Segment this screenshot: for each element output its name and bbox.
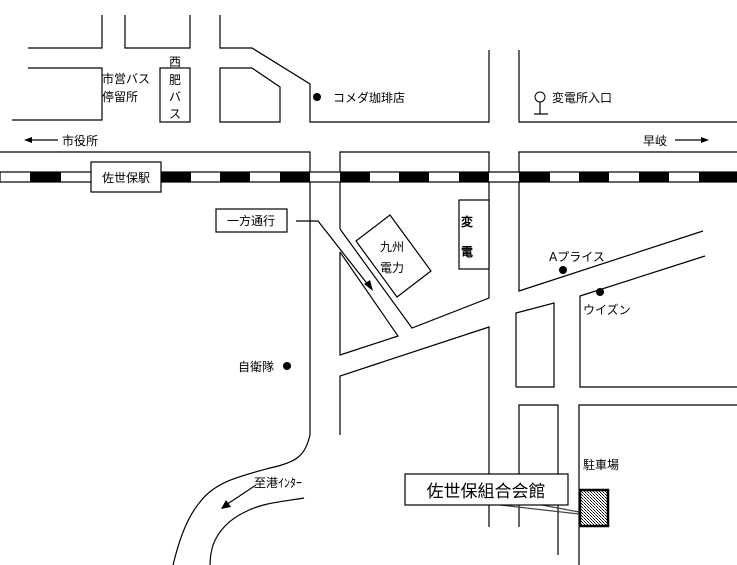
substation-char: 変	[461, 214, 474, 229]
substation-entrance-icon	[534, 91, 548, 115]
jieitai-dot	[283, 362, 291, 370]
one-way-label: 一方通行	[227, 213, 275, 228]
arrow-right-icon	[675, 137, 709, 143]
railway-stripe	[699, 172, 737, 182]
komeda-label: コメダ珈琲店	[333, 90, 405, 105]
railway-stripe	[579, 172, 609, 182]
nishihi-char: 肥	[169, 73, 181, 87]
station-box: 佐世保駅	[90, 161, 162, 193]
railway-stripe	[220, 172, 250, 182]
railway-stripe	[459, 172, 489, 182]
railway-stripe	[280, 172, 310, 182]
komeda-dot	[313, 93, 321, 101]
nishihi-bus: 西 肥 バ ス	[159, 55, 191, 123]
railway-stripe	[161, 172, 191, 182]
railway-stripe	[399, 172, 429, 182]
arrow-down-icon	[364, 280, 373, 291]
nishihi-char: ス	[169, 107, 181, 121]
bus-stop-label: 市営バス	[102, 71, 150, 86]
a-price-dot	[559, 266, 567, 274]
arrow-left-icon	[24, 137, 58, 143]
parking-label: 駐車場	[583, 457, 619, 472]
railway	[0, 171, 737, 183]
kyushu-electric-building: 九州 電力	[355, 214, 432, 298]
railway-stripe	[639, 172, 669, 182]
destination-callout: 佐世保組合会館	[404, 473, 580, 515]
station-label: 佐世保駅	[102, 171, 150, 185]
railway-stripe	[30, 172, 61, 182]
haiki-label: 早岐	[643, 134, 667, 148]
railway-stripe	[519, 172, 550, 182]
to-port-interchange-label: 至港ｲﾝﾀｰ	[254, 476, 302, 490]
jieitai-label: 自衛隊	[238, 359, 274, 374]
kyuden-label-2: 電力	[380, 261, 404, 275]
substation-entrance-label: 変電所入口	[552, 90, 612, 105]
destination-building-marker	[578, 488, 610, 528]
a-price-label: Aプライス	[549, 250, 605, 264]
nishihi-char: 西	[169, 55, 181, 69]
bus-stop-label-2: 停留所	[102, 89, 138, 104]
substation-building: 変 電	[458, 199, 490, 270]
kyuden-label: 九州	[380, 240, 404, 254]
wizun-dot	[596, 288, 604, 296]
substation-char: 電	[461, 245, 473, 259]
destination-label: 佐世保組合会館	[427, 482, 546, 502]
city-hall-label: 市役所	[62, 133, 98, 148]
one-way-sign: 一方通行	[215, 208, 373, 291]
nishihi-char: バ	[169, 90, 181, 104]
railway-stripe	[340, 172, 370, 182]
wizun-label: ウイズン	[583, 302, 631, 317]
arrow-down-left-icon	[221, 484, 257, 509]
